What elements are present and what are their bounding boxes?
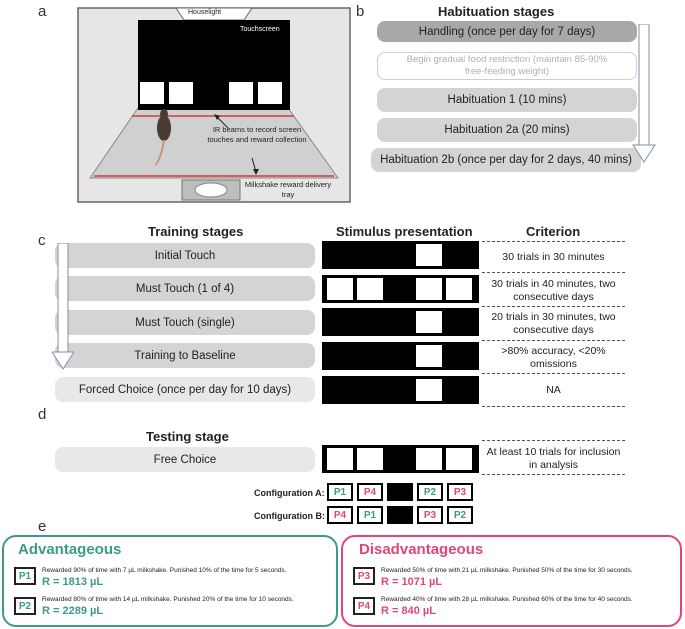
houselight-label: Houselight: [188, 9, 222, 16]
p1-description: Rewarded 90% of time with 7 µL milkshake…: [42, 567, 287, 574]
habituation-step-3: Habituation 1 (10 mins): [377, 88, 637, 112]
config-b-slot-1: P4: [327, 506, 353, 524]
panel-letter-e: e: [38, 518, 47, 535]
criterion-forced-choice: NA: [546, 384, 561, 396]
stimulus-forced-choice: [322, 376, 479, 404]
tray-label: Milkshake reward delivery tray: [244, 180, 332, 199]
training-stage-must-touch-single: Must Touch (single): [55, 310, 315, 335]
stimulus-initial-touch: [322, 241, 479, 269]
p2-reward: R = 2289 µL: [42, 605, 104, 617]
habituation-step-1: Handling (once per day for 7 days): [377, 21, 637, 42]
testing-stage-free-choice: Free Choice: [55, 447, 315, 472]
panel-letter-d: d: [38, 406, 47, 423]
stimulus-must-touch-single: [322, 308, 479, 336]
training-arrow: [52, 243, 74, 370]
config-a-slot-4: P2: [417, 483, 443, 501]
stimulus-presentation-title: Stimulus presentation: [336, 224, 473, 239]
habituation-step-5: Habituation 2b (once per day for 2 days,…: [371, 148, 641, 172]
p4-tag: P4: [353, 597, 375, 615]
touchscreen-label: Touchscreen: [240, 26, 280, 33]
habituation-title: Habituation stages: [438, 4, 555, 19]
advantageous-title: Advantageous: [18, 541, 122, 558]
config-b-slot-4: P3: [417, 506, 443, 524]
training-stage-must-touch-1of4: Must Touch (1 of 4): [55, 276, 315, 301]
p1-reward: R = 1813 µL: [42, 576, 104, 588]
criterion-free-choice: At least 10 trials for inclusion in anal…: [486, 446, 621, 471]
training-stage-initial-touch: Initial Touch: [55, 243, 315, 268]
criterion-must-touch-1of4: 30 trials in 40 minutes, two consecutive…: [491, 278, 616, 303]
panel-letter-a: a: [38, 3, 47, 20]
habituation-step-2: Begin gradual food restriction (maintain…: [377, 52, 637, 80]
config-b-slot-5: P2: [447, 506, 473, 524]
p2-tag: P2: [14, 597, 36, 615]
advantageous-box: Advantageous P1 Rewarded 90% of time wit…: [2, 535, 338, 627]
p1-tag: P1: [14, 567, 36, 585]
disadvantageous-box: Disadvantageous P3 Rewarded 50% of time …: [341, 535, 682, 627]
panel-letter-b: b: [356, 3, 365, 20]
stimulus-must-touch-1of4: [322, 275, 479, 303]
habituation-arrow: [632, 24, 656, 163]
config-b-slot-2: P1: [357, 506, 383, 524]
disadvantageous-title: Disadvantageous: [359, 541, 484, 558]
config-a-label: Configuration A:: [254, 488, 325, 498]
config-a-slot-3: [387, 483, 413, 501]
config-b-slot-3: [387, 506, 413, 524]
habituation-step-4: Habituation 2a (20 mins): [377, 118, 637, 142]
config-a-slot-1: P1: [327, 483, 353, 501]
p4-description: Rewarded 40% of time with 28 µL milkshak…: [381, 596, 633, 603]
p4-reward: R = 840 µL: [381, 605, 436, 617]
training-title: Training stages: [148, 224, 244, 239]
stimulus-free-choice: [322, 445, 479, 473]
p3-tag: P3: [353, 567, 375, 585]
criterion-initial-touch: 30 trials in 30 minutes: [502, 251, 605, 263]
criterion-must-touch-single: 20 trials in 30 minutes, two consecutive…: [491, 311, 616, 336]
p3-description: Rewarded 50% of time with 21 µL milkshak…: [381, 567, 633, 574]
p2-description: Rewarded 80% of time with 14 µL milkshak…: [42, 596, 294, 603]
panel-letter-c: c: [38, 232, 46, 249]
criterion-title: Criterion: [526, 224, 581, 239]
ir-beams-note: IR beams to record screen touches and re…: [207, 125, 307, 144]
config-a-slot-2: P4: [357, 483, 383, 501]
p3-reward: R = 1071 µL: [381, 576, 443, 588]
config-a-slot-5: P3: [447, 483, 473, 501]
training-stage-baseline: Training to Baseline: [55, 343, 315, 368]
criterion-baseline: >80% accuracy, <20% omissions: [501, 345, 606, 370]
config-b-label: Configuration B:: [254, 511, 325, 521]
training-stage-forced-choice: Forced Choice (once per day for 10 days): [55, 377, 315, 402]
stimulus-baseline: [322, 342, 479, 370]
testing-title: Testing stage: [146, 429, 229, 444]
